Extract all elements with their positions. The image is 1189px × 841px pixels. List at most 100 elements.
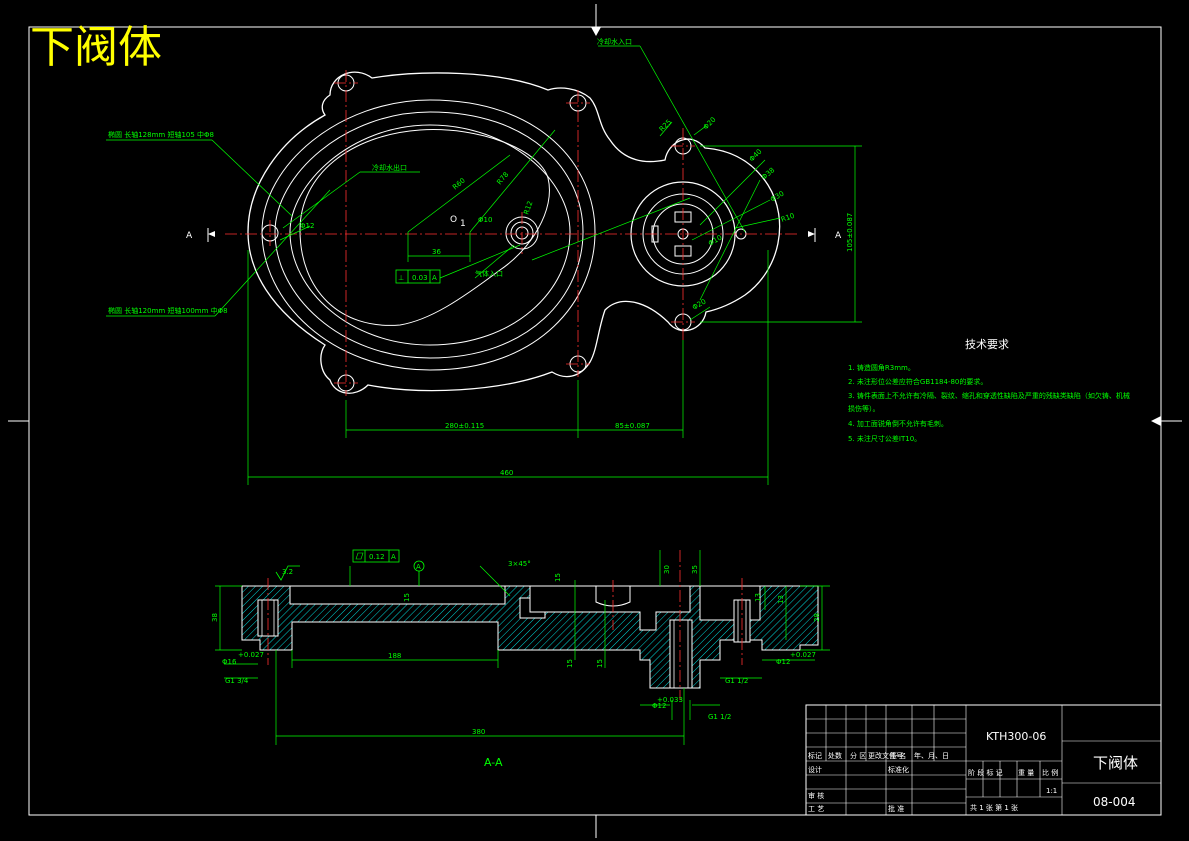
- ellipse-inner-note: 椭圆 长轴120mm 短轴100mm 中Φ8: [108, 306, 228, 315]
- thread-g1-1-2-bottom: G1 1/2: [708, 713, 731, 721]
- title-block: KTH300-06 下阀体 08-004 1:1 共 1 张 第 1 张 标记 …: [805, 704, 1162, 816]
- rev-header: 更改文件号: [868, 751, 903, 760]
- sheet-info: 共 1 张 第 1 张: [970, 803, 1018, 812]
- dim-28: 28: [813, 613, 821, 622]
- tech-requirement-item: 1. 铸造圆角R3mm。: [848, 363, 915, 372]
- dim-105: 105±0.087: [846, 213, 854, 252]
- top-view-annotations: 冷却水入口 冷却水出口 气体入口 椭圆 长轴128mm 短轴105 中Φ8 椭圆…: [108, 37, 854, 477]
- part-name: 下阀体: [1093, 754, 1138, 772]
- dim-380: 380: [472, 728, 485, 736]
- flatness-symbol: [355, 552, 364, 560]
- standardize-label: 标准化: [888, 765, 909, 774]
- dim-r25: R25: [658, 118, 673, 133]
- dim-phi12: Φ12: [300, 222, 314, 230]
- section-centerlines: [267, 550, 743, 700]
- dim-phi20-bottom: Φ20: [691, 298, 707, 312]
- ellipse-outer-note: 椭圆 长轴128mm 短轴105 中Φ8: [108, 130, 214, 139]
- tolerance-a: +0.027: [238, 651, 264, 659]
- bore-phi12-bottom: Φ12: [652, 702, 666, 710]
- rev-header: 处数: [828, 751, 842, 760]
- bore-phi12-right: Φ12: [776, 658, 790, 666]
- section-label-left: A: [186, 231, 193, 241]
- dim-15-b: 15: [566, 659, 574, 668]
- top-view-inner-pocket: [299, 129, 550, 326]
- tech-requirement-item: 损伤等）。: [848, 404, 880, 413]
- dim-460: 460: [500, 469, 513, 477]
- roughness-value: 3.2: [282, 568, 293, 576]
- technical-requirements: 技术要求 1. 铸造圆角R3mm。 2. 未注形位公差应符合GB1184-80的…: [848, 338, 1130, 443]
- centering-mark-top: [591, 27, 601, 36]
- perpendicularity-symbol: ⊥: [398, 274, 404, 282]
- roughness-symbol: [275, 565, 300, 581]
- top-view-outer-outline: [247, 71, 781, 394]
- sheet-border: [8, 4, 1182, 838]
- coolant-inlet-label: 冷却水入口: [597, 37, 632, 46]
- top-view-rim-1: [261, 99, 596, 371]
- dim-15-c: 15: [596, 659, 604, 668]
- tech-requirement-item: 3. 铸件表面上不允许有冷隔、裂纹、缩孔和穿透性缺陷及严重的残缺类缺陷（如欠铸、…: [848, 391, 1130, 400]
- top-view-centerlines: [225, 70, 800, 396]
- rev-header: 年、月、日: [914, 751, 949, 760]
- tech-requirement-item: 2. 未注形位公差应符合GB1184-80的要求。: [848, 377, 987, 386]
- bore-phi16: Φ16: [222, 658, 237, 666]
- top-view-boss-slots: [651, 211, 692, 257]
- dim-phi40: Φ40: [748, 148, 764, 164]
- thread-g1-3-4: G1 3/4: [225, 677, 249, 685]
- thread-lines: [261, 600, 747, 688]
- dim-13: 13: [777, 595, 785, 604]
- rev-header: 标记: [808, 751, 822, 760]
- approve-label: 批 准: [888, 804, 904, 813]
- top-view-rim-3: [289, 124, 571, 346]
- air-inlet-label: 气体入口: [475, 269, 503, 278]
- flatness-datum: A: [391, 553, 396, 561]
- datum-point-subscript: 1: [460, 219, 466, 229]
- top-view-rim-2: [274, 111, 584, 359]
- stage-header: 阶 段 标 记: [968, 768, 1003, 777]
- dim-188: 188: [388, 652, 401, 660]
- dim-280: 280±0.115: [445, 422, 484, 430]
- dim-r12: R12: [522, 200, 534, 216]
- tech-requirement-item: 5. 未注尺寸公差IT10。: [848, 434, 921, 443]
- datum-point-label: O: [450, 215, 457, 225]
- top-view-dimension-lines: [106, 45, 862, 485]
- thread-g1-1-2-right: G1 1/2: [725, 677, 748, 685]
- dim-r78: R78: [495, 171, 510, 187]
- flatness-value: 0.12: [369, 553, 385, 561]
- chamfer-note: 3×45°: [508, 560, 531, 568]
- tolerance-b: +0.033: [657, 696, 683, 704]
- dim-85: 85±0.087: [615, 422, 650, 430]
- centering-mark-right: [1151, 416, 1161, 426]
- review-label: 审 核: [808, 791, 824, 800]
- coolant-outlet-label: 冷却水出口: [372, 163, 407, 172]
- process-label: 工 艺: [808, 805, 824, 813]
- stage-header: 比 例: [1042, 768, 1058, 777]
- tolerance-c: +0.027: [790, 651, 816, 659]
- perpendicularity-frame: [395, 269, 441, 284]
- dim-15-d: 15: [554, 573, 562, 582]
- section-view-cavities: [257, 585, 761, 689]
- scale-value: 1:1: [1046, 787, 1057, 795]
- perpendicularity-datum: A: [432, 274, 437, 282]
- tech-requirements-heading: 技术要求: [965, 338, 1009, 351]
- dim-13-b: 13: [754, 593, 762, 602]
- top-view: A A: [106, 37, 862, 485]
- dim-phi20-top: Φ20: [702, 116, 718, 132]
- rev-header: 签 名: [890, 751, 906, 760]
- drawing-number: 08-004: [1093, 795, 1136, 809]
- drawing-watermark-title: 下阀体: [30, 22, 162, 73]
- design-label: 设计: [808, 765, 822, 774]
- section-marker-right: A: [808, 228, 842, 242]
- section-label-right: A: [835, 231, 842, 241]
- dim-r10: R10: [780, 212, 796, 224]
- drawing-code: KTH300-06: [986, 730, 1046, 743]
- flatness-frame: [352, 549, 400, 563]
- rev-header: 分 区: [850, 751, 866, 760]
- dim-phi38: Φ38: [760, 166, 776, 181]
- datum-letter: A: [416, 563, 421, 571]
- stage-header: 重 量: [1018, 769, 1034, 777]
- dim-36: 36: [432, 248, 441, 256]
- dim-38: 38: [211, 613, 219, 622]
- section-marker-left: A: [186, 228, 215, 242]
- perpendicularity-value: 0.03: [412, 274, 428, 282]
